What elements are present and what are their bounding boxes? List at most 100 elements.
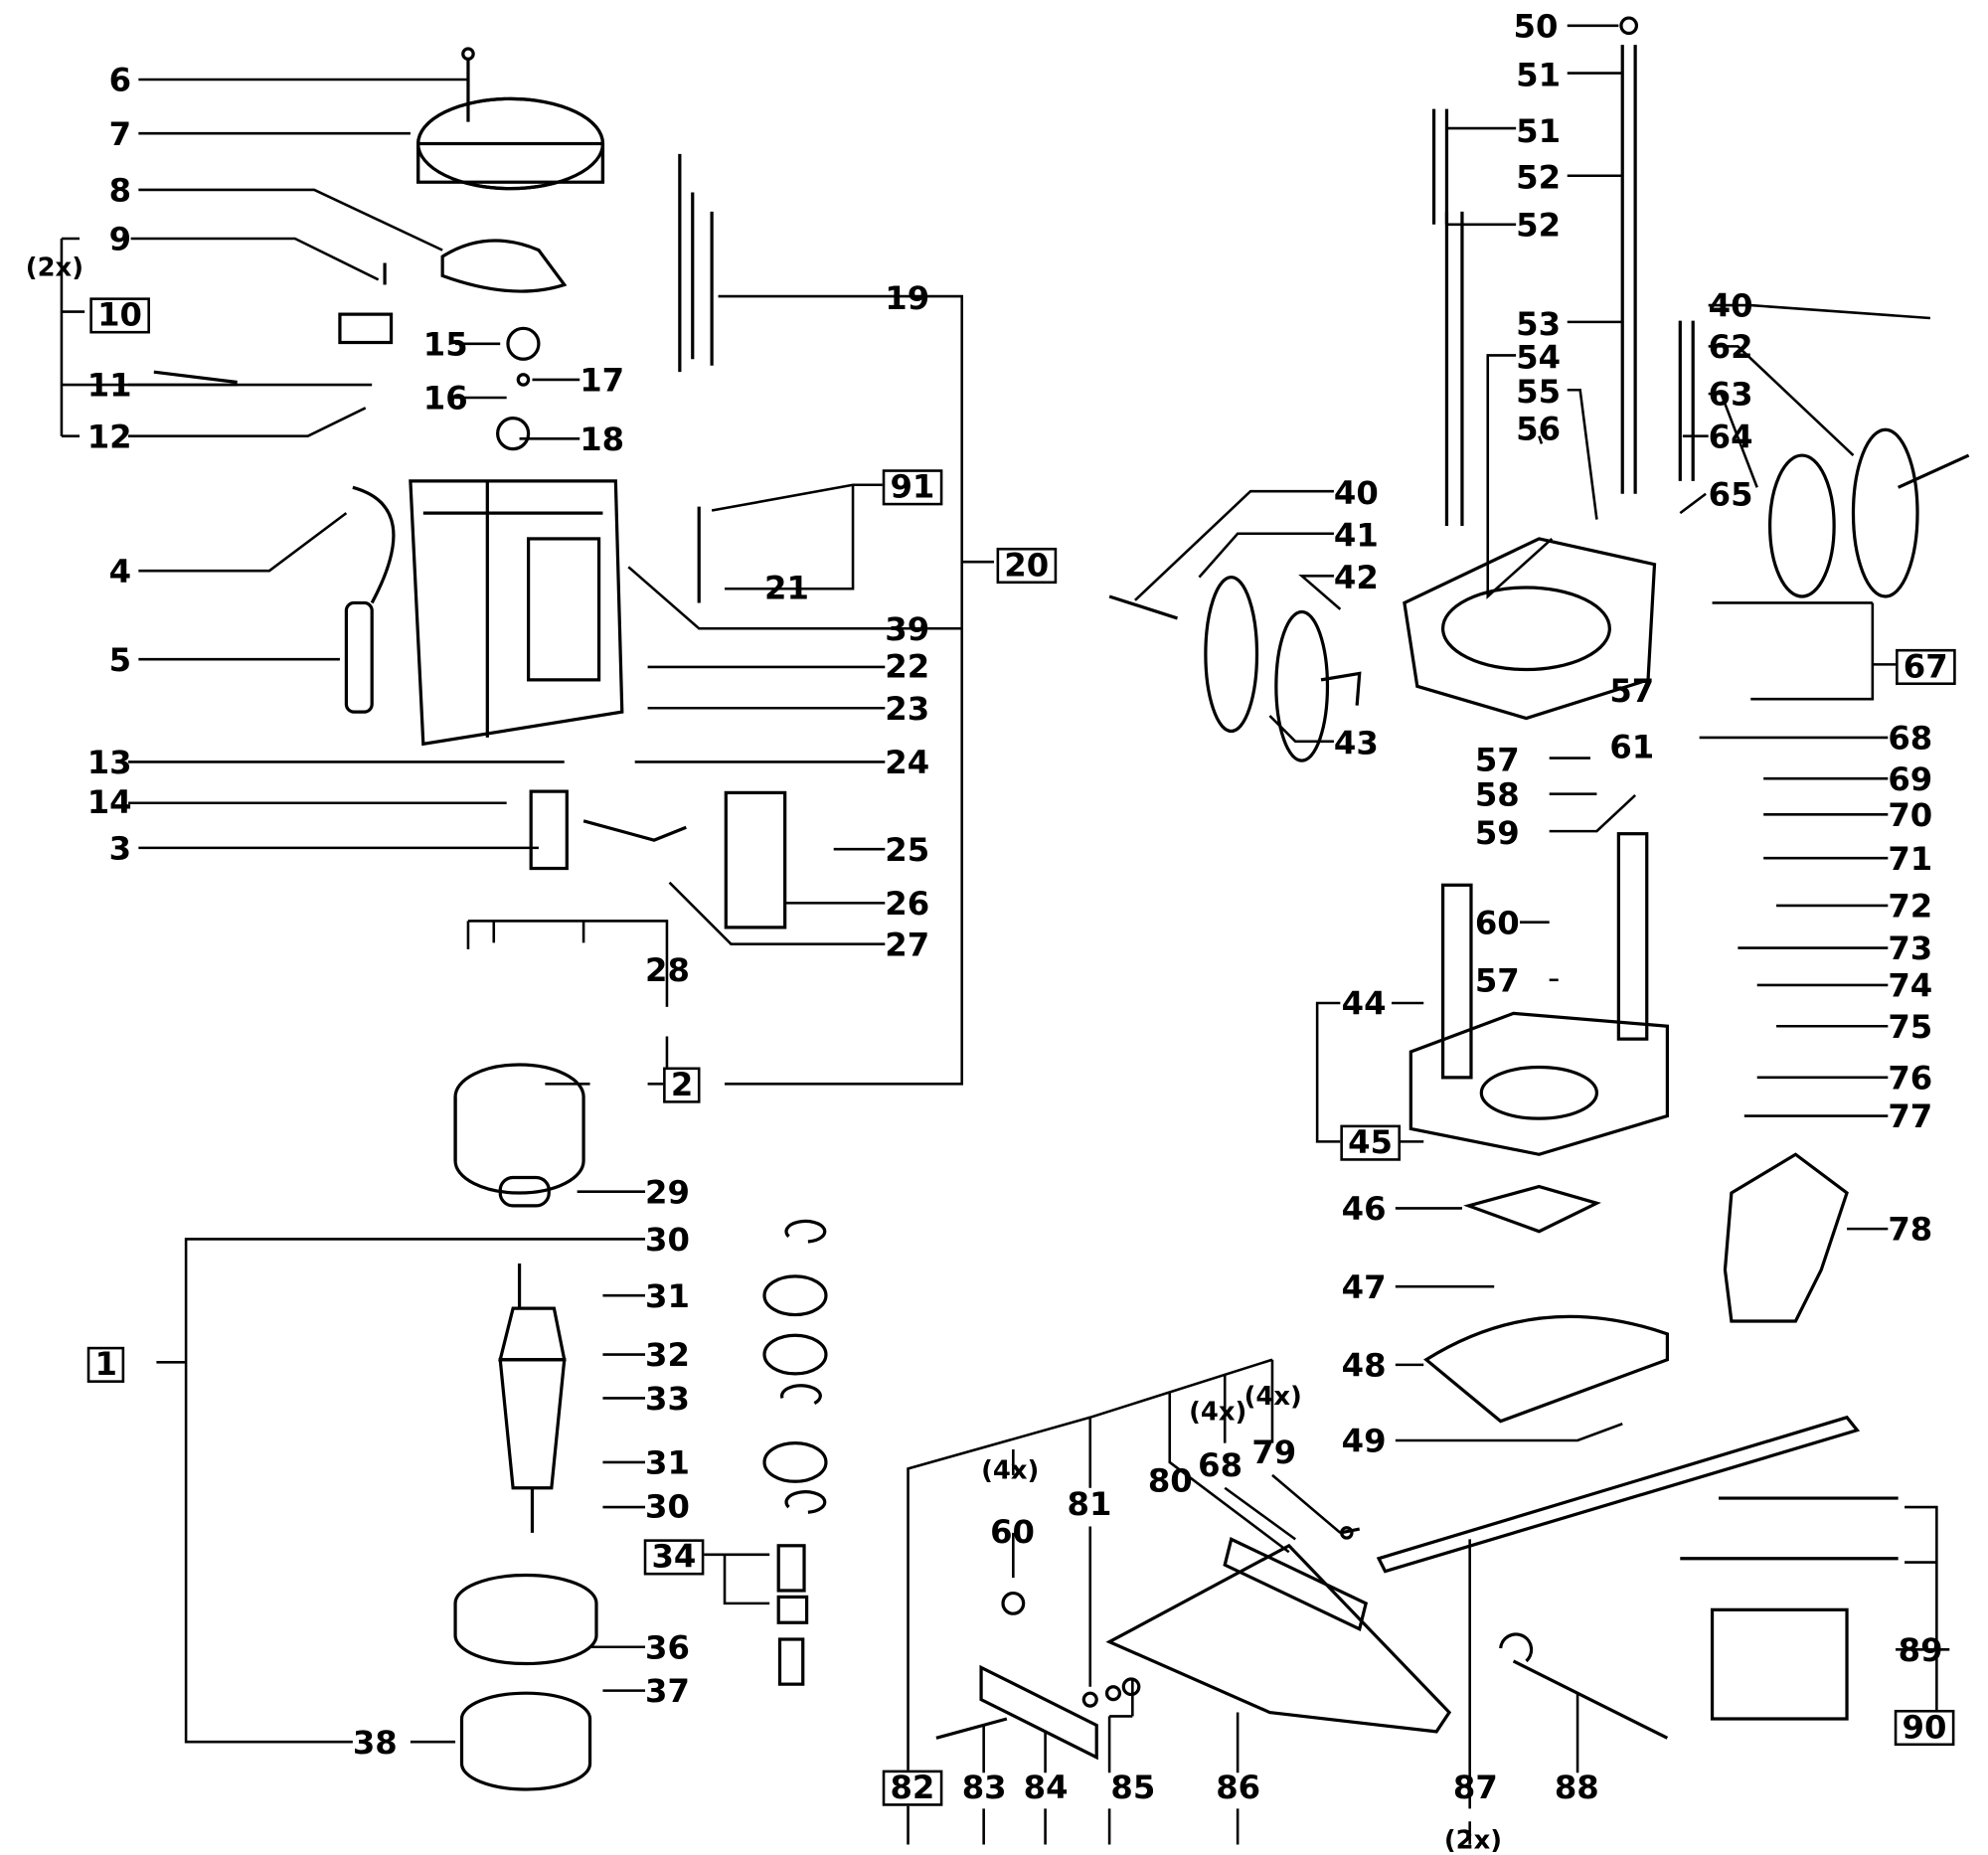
assembly-callout-90: 90 xyxy=(1894,1709,1955,1747)
part-callout-30: 30 xyxy=(645,1487,690,1526)
part-callout-7: 7 xyxy=(108,115,132,153)
part-callout-78: 78 xyxy=(1888,1211,1933,1249)
part-callout-18: 18 xyxy=(580,421,625,458)
part-callout-52: 52 xyxy=(1516,206,1562,245)
part-callout-5: 5 xyxy=(108,641,132,679)
part-callout-40: 40 xyxy=(1708,287,1753,325)
part-callout-14: 14 xyxy=(86,783,132,821)
part-callout-44: 44 xyxy=(1341,984,1387,1023)
part-callout-42: 42 xyxy=(1333,559,1379,596)
part-callout-51: 51 xyxy=(1516,56,1562,94)
part-callout-54: 54 xyxy=(1516,338,1562,377)
assembly-callout-34: 34 xyxy=(643,1539,705,1576)
part-callout-33: 33 xyxy=(645,1380,690,1418)
part-callout-16: 16 xyxy=(422,379,468,418)
part-callout-29: 29 xyxy=(645,1173,690,1212)
part-callout-25: 25 xyxy=(885,831,930,869)
part-callout-9: 9 xyxy=(108,220,132,258)
part-callout-47: 47 xyxy=(1341,1268,1387,1306)
part-sketches xyxy=(153,16,1970,1791)
assembly-callout-91: 91 xyxy=(882,469,943,506)
part-callout-63: 63 xyxy=(1708,376,1753,414)
quantity-note: (2x) xyxy=(1443,1823,1503,1855)
part-callout-76: 76 xyxy=(1888,1059,1933,1097)
part-callout-62: 62 xyxy=(1708,328,1753,366)
part-callout-46: 46 xyxy=(1341,1190,1387,1228)
part-callout-15: 15 xyxy=(422,325,468,364)
part-callout-80: 80 xyxy=(1147,1461,1193,1500)
part-callout-4: 4 xyxy=(108,553,132,590)
part-callout-6: 6 xyxy=(108,61,132,99)
part-callout-19: 19 xyxy=(885,279,930,317)
part-callout-87: 87 xyxy=(1452,1769,1498,1806)
part-callout-28: 28 xyxy=(645,951,690,989)
part-callout-85: 85 xyxy=(1110,1769,1156,1806)
part-callout-69: 69 xyxy=(1888,760,1933,798)
part-callout-26: 26 xyxy=(885,885,930,923)
part-callout-22: 22 xyxy=(885,647,930,686)
quantity-note: (4x) xyxy=(1189,1395,1247,1427)
part-callout-13: 13 xyxy=(86,744,132,781)
part-callout-36: 36 xyxy=(645,1628,690,1667)
part-callout-89: 89 xyxy=(1898,1631,1943,1669)
quantity-note: (4x) xyxy=(981,1454,1040,1486)
part-callout-68: 68 xyxy=(1198,1446,1243,1484)
assembly-callout-20: 20 xyxy=(996,547,1057,585)
assembly-callout-82: 82 xyxy=(882,1770,943,1806)
leader-lines-right xyxy=(907,24,1950,1845)
part-callout-39: 39 xyxy=(885,610,930,648)
part-callout-73: 73 xyxy=(1888,929,1933,967)
part-callout-79: 79 xyxy=(1251,1433,1297,1471)
part-callout-52: 52 xyxy=(1516,158,1562,197)
part-callout-64: 64 xyxy=(1708,418,1753,456)
part-callout-8: 8 xyxy=(108,171,132,210)
part-callout-60: 60 xyxy=(1474,904,1520,942)
part-callout-17: 17 xyxy=(580,361,625,400)
part-callout-81: 81 xyxy=(1067,1485,1112,1523)
part-callout-70: 70 xyxy=(1888,796,1933,834)
quantity-note: (4x) xyxy=(1243,1380,1302,1412)
part-callout-75: 75 xyxy=(1888,1008,1933,1046)
part-callout-86: 86 xyxy=(1216,1769,1261,1806)
part-callout-71: 71 xyxy=(1888,840,1933,878)
part-callout-77: 77 xyxy=(1888,1097,1933,1135)
part-callout-41: 41 xyxy=(1333,516,1379,555)
part-callout-58: 58 xyxy=(1474,775,1520,814)
assembly-callout-67: 67 xyxy=(1896,648,1956,686)
part-callout-37: 37 xyxy=(645,1672,690,1710)
part-callout-21: 21 xyxy=(764,569,809,607)
part-callout-53: 53 xyxy=(1516,305,1562,343)
part-callout-59: 59 xyxy=(1474,814,1520,852)
part-callout-57: 57 xyxy=(1474,741,1520,779)
part-callout-57: 57 xyxy=(1474,961,1520,1000)
part-callout-68: 68 xyxy=(1888,719,1933,758)
part-callout-31: 31 xyxy=(645,1443,690,1482)
part-callout-3: 3 xyxy=(108,829,132,868)
part-callout-60: 60 xyxy=(990,1513,1036,1551)
part-callout-50: 50 xyxy=(1513,7,1559,46)
quantity-note: (2x) xyxy=(25,251,84,282)
assembly-callout-1: 1 xyxy=(86,1346,125,1383)
part-callout-24: 24 xyxy=(885,744,930,781)
part-callout-88: 88 xyxy=(1554,1769,1599,1806)
part-callout-32: 32 xyxy=(645,1336,690,1374)
part-callout-23: 23 xyxy=(885,690,930,728)
part-callout-57: 57 xyxy=(1609,672,1655,710)
assembly-callout-10: 10 xyxy=(89,297,150,334)
part-callout-55: 55 xyxy=(1516,373,1562,411)
part-callout-38: 38 xyxy=(352,1724,398,1762)
part-callout-27: 27 xyxy=(885,926,930,964)
part-callout-72: 72 xyxy=(1888,887,1933,926)
part-callout-74: 74 xyxy=(1888,966,1933,1005)
part-callout-43: 43 xyxy=(1333,725,1379,762)
part-callout-65: 65 xyxy=(1708,475,1753,514)
part-callout-84: 84 xyxy=(1023,1769,1069,1806)
part-callout-51: 51 xyxy=(1516,112,1562,150)
part-callout-11: 11 xyxy=(86,367,132,405)
part-callout-12: 12 xyxy=(86,418,132,456)
part-callout-61: 61 xyxy=(1609,728,1655,766)
part-callout-31: 31 xyxy=(645,1277,690,1315)
part-callout-49: 49 xyxy=(1341,1422,1387,1460)
